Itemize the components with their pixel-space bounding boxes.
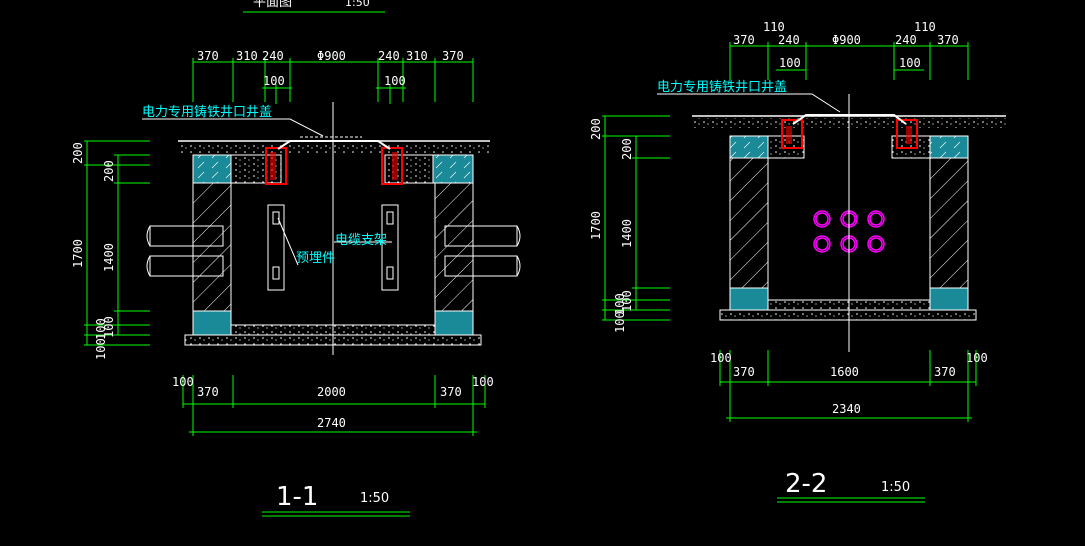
section-scale: 1:50 <box>360 491 389 506</box>
bracket-left <box>267 204 285 291</box>
dim-bot-1: 100 <box>710 351 732 365</box>
footing-right <box>929 287 969 311</box>
slab-left-cap <box>192 154 232 184</box>
dim-inner-3: 100 <box>620 290 634 312</box>
section-title: 2-2 <box>785 469 827 499</box>
section-1-1: 电力专用铸铁井口井盖 预埋件 电缆支架 370 310 240 Φ900 240… <box>71 49 521 517</box>
dim-top-1: 370 <box>197 49 219 63</box>
dim-sub-1: 100 <box>263 74 285 88</box>
slab-right-cap <box>929 135 969 159</box>
bottom-dimension-line <box>182 375 486 436</box>
dim-top-7: 370 <box>442 49 464 63</box>
slab-right-cap <box>432 154 474 184</box>
dim-bot-1: 100 <box>172 375 194 389</box>
left-dimension-line <box>602 115 670 321</box>
dim-sub-2: 100 <box>899 56 921 70</box>
wall-right <box>434 182 474 312</box>
manhole-cover <box>277 140 391 150</box>
dim-top-1: 370 <box>733 33 755 47</box>
dim-top-4: 240 <box>895 33 917 47</box>
dim-top-3: 240 <box>262 49 284 63</box>
ground-fill <box>178 143 490 153</box>
wall-left <box>192 182 232 312</box>
dim-top-5: 240 <box>378 49 400 63</box>
dim-left-3: 100 <box>613 293 627 315</box>
dim-bot-5: 100 <box>966 351 988 365</box>
top-dimension-line <box>729 42 969 80</box>
frame-left <box>265 147 287 185</box>
dim-bot-4: 370 <box>934 365 956 379</box>
top-partial-title: 平面图 1:50 <box>243 0 385 13</box>
slab-left-cap <box>729 135 769 159</box>
dim-total: 2340 <box>832 402 861 416</box>
cover-label: 电力专用铸铁井口井盖 <box>142 104 272 120</box>
dim-bot-5: 100 <box>472 375 494 389</box>
dim-top-6: 310 <box>406 49 428 63</box>
section-2-2: 电力专用铸铁井口井盖 110 110 370 240 Φ900 240 370 … <box>589 20 1006 503</box>
dim-top-2: 310 <box>236 49 258 63</box>
section-scale: 1:50 <box>881 480 910 495</box>
section-title: 1-1 <box>276 482 318 512</box>
conduits-left <box>146 225 224 277</box>
conduits-right <box>444 225 521 277</box>
dim-sub-2: 100 <box>384 74 406 88</box>
dim-bot-3: 1600 <box>830 365 859 379</box>
frame-left <box>781 119 803 149</box>
footing-left <box>192 310 232 336</box>
dim-inner-2: 1400 <box>620 219 634 248</box>
dim-bot-3: 2000 <box>317 385 346 399</box>
dim-left-3: 100 <box>94 318 108 340</box>
dim-left-2: 1700 <box>71 239 85 268</box>
dim-left-4: 100 <box>94 338 108 360</box>
top-scale-text: 1:50 <box>345 0 370 9</box>
dim-upper-1: 110 <box>763 20 785 34</box>
dim-left-4: 100 <box>613 311 627 333</box>
dim-bot-2: 370 <box>197 385 219 399</box>
dim-inner-1: 200 <box>620 138 634 160</box>
dim-top-2: 240 <box>778 33 800 47</box>
wall-left <box>729 157 769 289</box>
dim-total: 2740 <box>317 416 346 430</box>
dim-inner-2: 1400 <box>102 243 116 272</box>
cover-label: 电力专用铸铁井口井盖 <box>657 79 787 95</box>
dim-top-4: Φ900 <box>317 49 346 63</box>
bottom-dimension-line <box>719 350 977 422</box>
top-dimension-line <box>192 58 474 104</box>
top-title-text: 平面图 <box>253 0 292 10</box>
dim-upper-2: 110 <box>914 20 936 34</box>
support-label: 电缆支架 <box>335 232 387 248</box>
bracket-right <box>381 204 399 291</box>
dim-left-1: 200 <box>71 142 85 164</box>
wall-right <box>929 157 969 289</box>
footing-left <box>729 287 769 311</box>
frame-right <box>381 147 403 185</box>
dim-bot-2: 370 <box>733 365 755 379</box>
dim-top-3: Φ900 <box>832 33 861 47</box>
base-slab <box>719 309 977 321</box>
dim-inner-1: 200 <box>102 160 116 182</box>
frame-right <box>896 119 918 149</box>
dim-top-5: 370 <box>937 33 959 47</box>
dim-left-1: 200 <box>589 118 603 140</box>
dim-left-2: 1700 <box>589 211 603 240</box>
dim-bot-4: 370 <box>440 385 462 399</box>
embed-label: 预埋件 <box>296 251 335 266</box>
dim-inner-3: 100 <box>102 316 116 338</box>
left-dimension-line <box>84 140 150 346</box>
manhole-cover <box>792 114 907 125</box>
footing-right <box>434 310 474 336</box>
dim-sub-1: 100 <box>779 56 801 70</box>
